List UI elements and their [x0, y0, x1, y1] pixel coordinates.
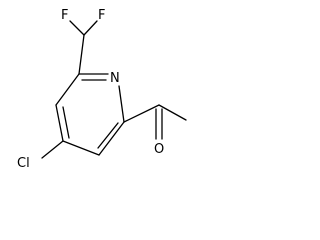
bond-ring-to-chf2	[78, 34, 85, 75]
ring-nitrogen-label: N	[110, 71, 120, 86]
bond-ring-to-chlorine	[41, 140, 64, 159]
ring-bond-c4-c5	[55, 104, 64, 142]
chlorine-label: Cl	[17, 156, 30, 171]
fluorine-right-label: F	[98, 8, 105, 23]
ring-bond-c2-c3	[98, 121, 125, 156]
ring-double-c2-c3	[97, 122, 119, 149]
bond-c-to-fluorine-right	[83, 20, 98, 36]
bond-ring-to-carbonyl	[123, 104, 160, 123]
bond-carbonyl-to-methyl	[158, 104, 187, 121]
carbonyl-oxygen-label: O	[154, 142, 164, 157]
ring-double-c4-c5	[62, 106, 70, 139]
ring-bond-n-c2	[118, 85, 125, 123]
bond-c-to-fluorine-left	[69, 20, 85, 36]
fluorine-left-label: F	[61, 8, 68, 23]
structure-diagram: F F N Cl O	[0, 0, 191, 197]
ring-bond-c3-c4	[62, 140, 100, 156]
molecule-drawing: F F N Cl O	[17, 8, 187, 171]
ring-bond-c5-c6	[55, 73, 80, 106]
